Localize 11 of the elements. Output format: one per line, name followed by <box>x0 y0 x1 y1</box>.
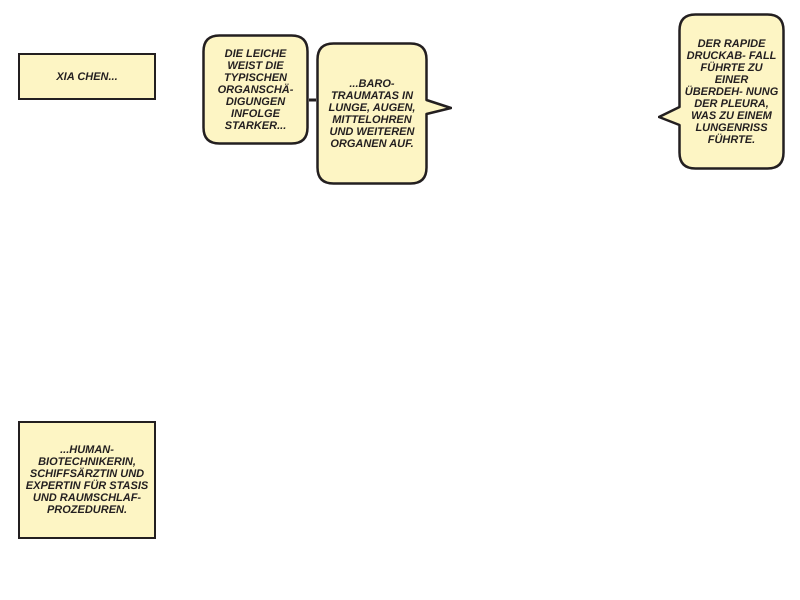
speech-bubble <box>658 13 785 170</box>
speech-bubble <box>202 34 309 145</box>
speech-text: ...BARO- TRAUMATAS IN LUNGE, AUGEN, MITTELOHREN UND WEITEREN ORGANEN AUF. <box>328 78 416 150</box>
caption-box <box>18 421 156 539</box>
caption-text: ...HUMAN- BIOTECHNIKERIN, SCHIFFSÄRZTIN UND EXPERTIN FÜR STASIS UND RAUMSCHLAF- PROZEDUREN. <box>24 444 150 516</box>
speech-text: DIE LEICHE WEIST DIE TYPISCHEN ORGANSCHÄ- DIGUNGEN INFOLGE STARKER... <box>216 48 294 132</box>
speech-bubble <box>316 42 452 185</box>
speech-text: DER RAPIDE DRUCKAB- FALL FÜHRTE ZU EINER ÜBERDEH- NUNG DER PLEURA, WAS ZU EINEM LUNGENRISS FÜHRTE. <box>684 38 778 146</box>
caption-box <box>18 53 156 100</box>
caption-text: XIA CHEN... <box>55 70 119 82</box>
bubble-connector <box>309 98 316 102</box>
